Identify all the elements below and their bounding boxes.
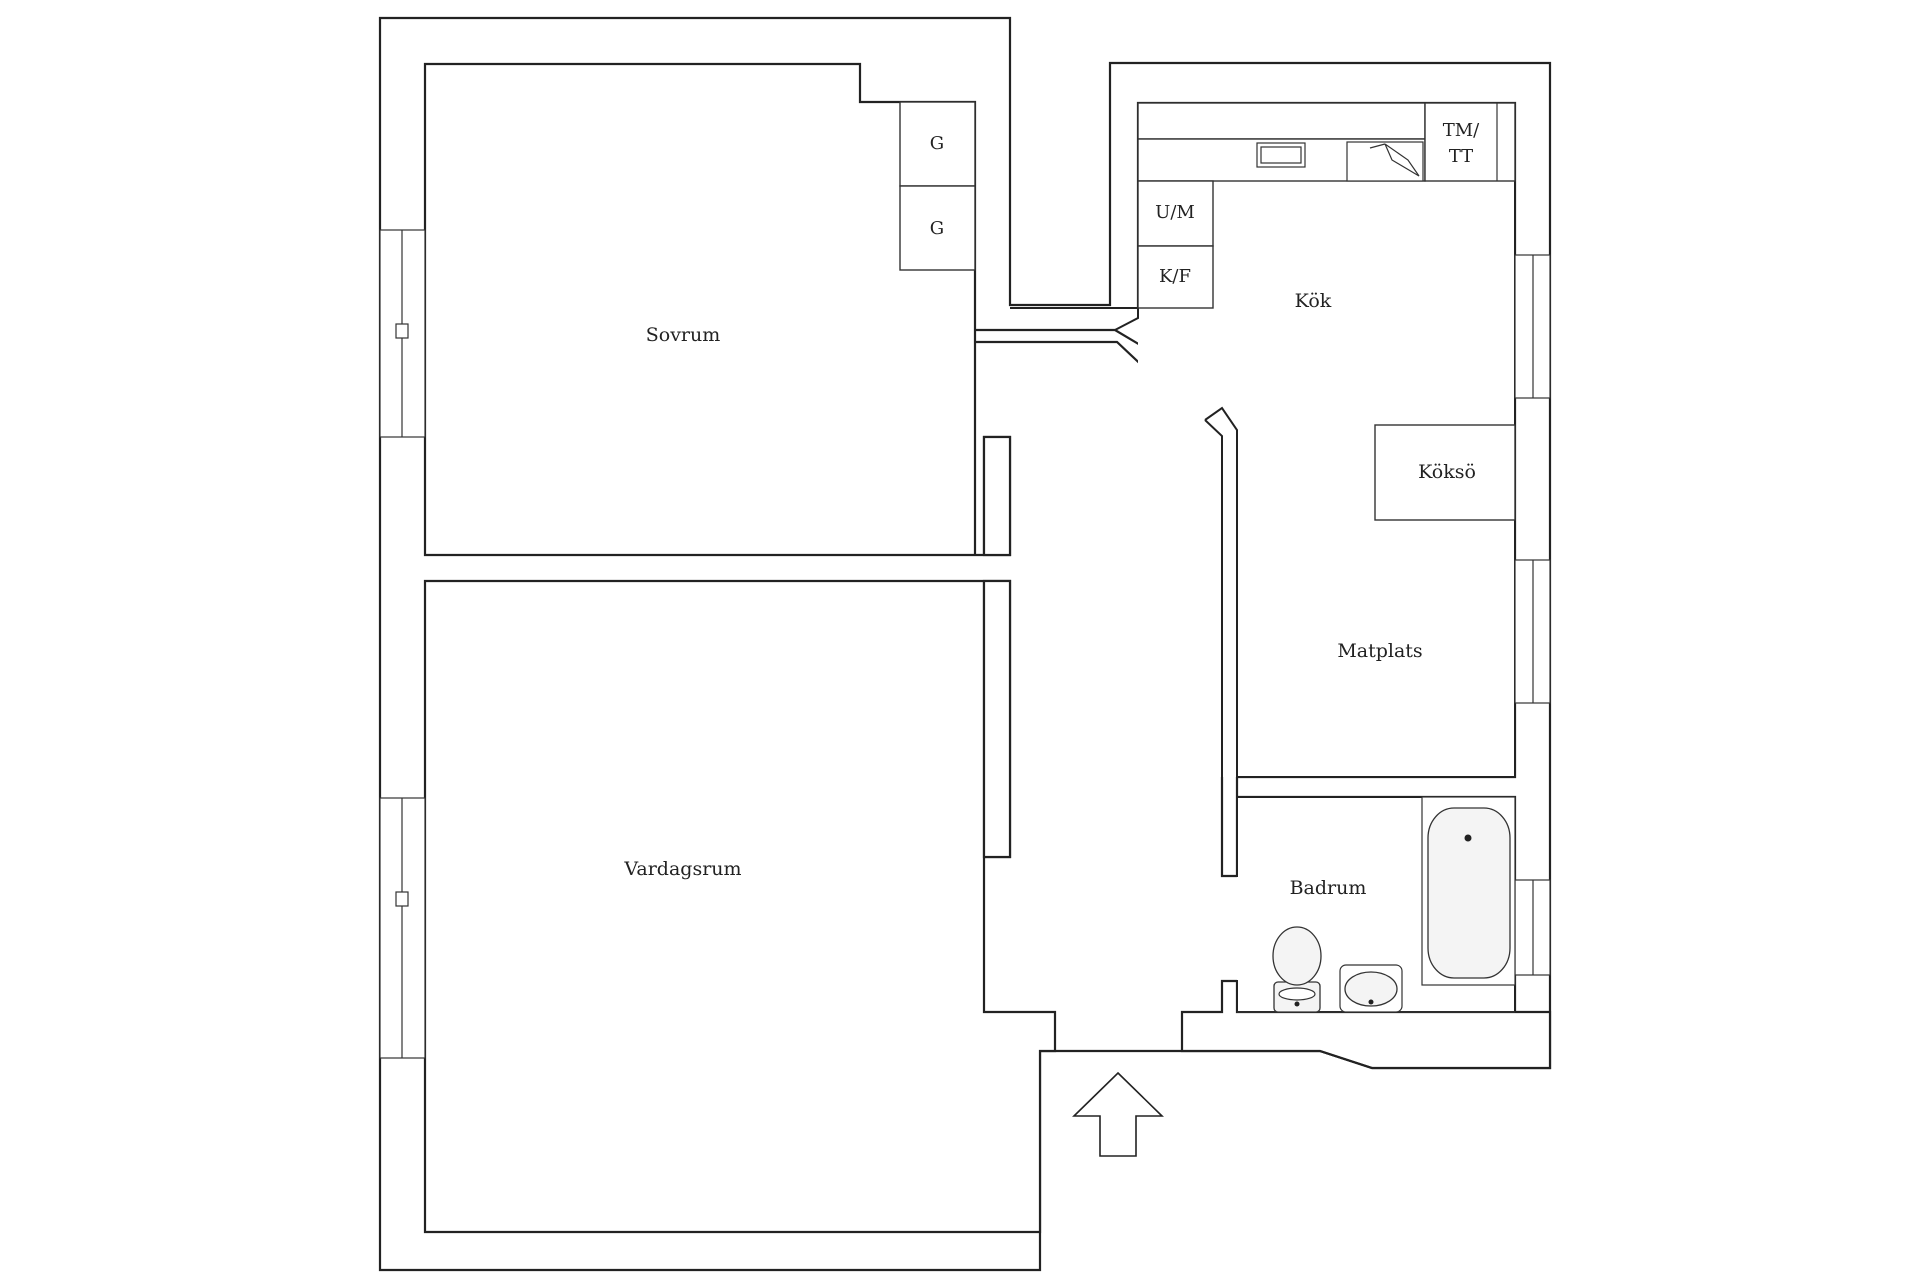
- window-vardagsrum: [379, 797, 426, 1059]
- wardrobe-2-label: G: [930, 218, 944, 239]
- room-label-sovrum: Sovrum: [646, 324, 721, 346]
- washer-dryer: [1424, 102, 1516, 182]
- microwave-oven-unit: [1137, 180, 1214, 247]
- entrance-arrow-icon: [1072, 1071, 1164, 1157]
- entrance-wall: [1040, 1050, 1550, 1069]
- room-label-vardagsrum: Vardagsrum: [623, 858, 741, 880]
- room-label-kokso: Köksö: [1418, 461, 1476, 483]
- kitchen-island: [1374, 424, 1516, 521]
- toilet-icon: [1272, 926, 1322, 1013]
- window-sovrum: [379, 229, 426, 438]
- window-badrum: [1514, 879, 1551, 976]
- partition-wall-bottom: [982, 579, 1012, 859]
- fridge-freezer-unit: [1137, 245, 1214, 309]
- washer-dryer-label-2: TT: [1449, 146, 1473, 167]
- wardrobe-1-label: G: [930, 133, 944, 154]
- window-matplats: [1514, 559, 1551, 704]
- microwave-oven-label: U/M: [1155, 202, 1195, 223]
- kitchen-cabinets-top: [1137, 102, 1426, 140]
- bathtub-icon: [1421, 796, 1516, 986]
- wardrobe-2: [899, 185, 976, 271]
- vardagsrum-door-step: [984, 1011, 1056, 1051]
- room-vardagsrum-outline: [423, 579, 1057, 1234]
- kok-door-left: [1114, 308, 1139, 331]
- room-label-kok: Kök: [1295, 290, 1332, 312]
- room-label-badrum: Badrum: [1290, 877, 1367, 899]
- kitchen-sink-icon: [1256, 142, 1306, 168]
- stove-icon: [1346, 141, 1424, 182]
- fridge-freezer-label: K/F: [1159, 266, 1191, 287]
- washer-dryer-label-1: TM/: [1443, 120, 1480, 141]
- partition-wall-top: [982, 435, 1012, 557]
- kok-door-jamb: [1204, 406, 1238, 448]
- window-kok: [1514, 254, 1551, 399]
- sink-icon: [1339, 964, 1403, 1013]
- room-label-matplats: Matplats: [1337, 640, 1422, 662]
